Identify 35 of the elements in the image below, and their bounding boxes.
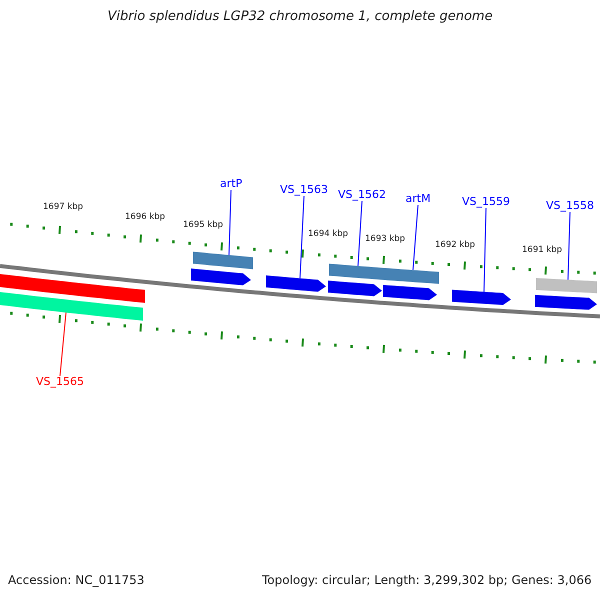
gene-feature — [266, 275, 326, 292]
leader-line — [484, 208, 486, 292]
gene-bar — [385, 268, 439, 284]
gene-label: artP — [220, 178, 242, 190]
gene-label: VS_1562 — [338, 189, 386, 202]
leader-line — [300, 196, 304, 279]
scale-label: 1696 kbp — [125, 213, 166, 222]
gene-label: artM — [406, 193, 431, 206]
gene-bar — [329, 264, 385, 280]
leader-line — [228, 190, 232, 256]
footer-text: Topology: circular; Length: 3,299,302 bp; Genes: 3,066 — [262, 574, 592, 588]
gene-label: VS_1565 — [36, 376, 84, 388]
gene-feature — [383, 284, 437, 300]
gene-feature — [191, 268, 251, 286]
gene-label: VS_1563 — [280, 184, 328, 196]
scale-label: 1697 kbp — [43, 203, 84, 212]
gene-bar — [0, 292, 143, 321]
gene-feature — [535, 294, 597, 310]
gene-bar — [0, 274, 145, 303]
scale-label: 1693 kbp — [365, 235, 406, 244]
scale-label: 1694 kbp — [308, 230, 348, 240]
scale-label: 1695 kbp — [183, 221, 224, 230]
gene-bar — [193, 252, 253, 270]
gene-bar — [536, 278, 597, 294]
gene-feature — [452, 290, 511, 305]
footer-text: Accession: NC_011753 — [8, 574, 144, 588]
gene-label: VS_1558 — [546, 200, 594, 212]
gene-feature — [328, 280, 382, 296]
title: Vibrio splendidus LGP32 chromosome 1, complete genome — [108, 10, 493, 24]
gene-label: VS_1559 — [462, 196, 510, 208]
leader-line — [412, 204, 418, 271]
leader-line — [60, 312, 66, 376]
scale-label: 1692 kbp — [435, 241, 476, 250]
leader-line — [568, 212, 570, 280]
scale-label: 1691 kbp — [522, 246, 562, 256]
